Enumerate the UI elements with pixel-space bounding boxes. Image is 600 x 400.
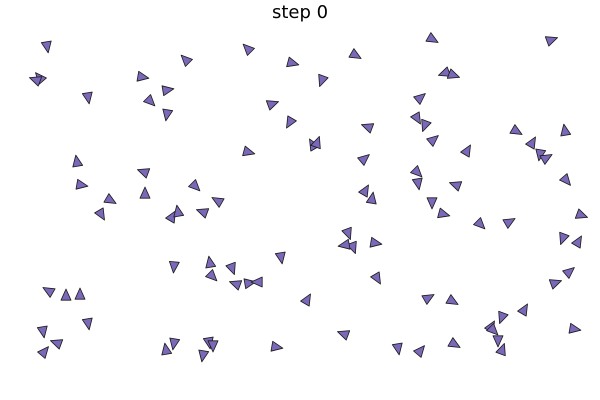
- agent-triangle: [369, 236, 383, 248]
- agent-triangle: [81, 91, 93, 105]
- agent-triangle: [72, 154, 84, 168]
- agent-triangle: [336, 330, 351, 341]
- agent-triangle: [161, 85, 175, 97]
- agent-triangle: [74, 287, 86, 300]
- agent-triangle: [517, 303, 528, 317]
- agent-triangle: [437, 66, 452, 77]
- agent-triangle: [300, 293, 311, 307]
- agent-triangle: [81, 317, 93, 331]
- agent-triangle: [207, 340, 219, 353]
- agent-triangle: [211, 197, 225, 208]
- agent-triangle: [425, 32, 439, 43]
- agent-triangle: [358, 184, 369, 198]
- agent-triangle: [426, 197, 438, 210]
- agent-triangle: [574, 208, 588, 219]
- agent-triangle: [286, 56, 300, 68]
- agent-triangle: [310, 135, 321, 150]
- agent-triangle: [360, 123, 375, 134]
- agent-triangle: [525, 136, 536, 150]
- agent-triangle: [502, 218, 516, 229]
- agent-triangle: [391, 342, 403, 356]
- plot-title: step 0: [271, 2, 329, 23]
- agent-triangle: [198, 349, 210, 363]
- agent-triangle: [445, 294, 459, 305]
- agent-triangle: [195, 208, 210, 219]
- agent-triangle: [37, 346, 49, 359]
- agent-triangle: [180, 54, 193, 67]
- agent-triangle: [426, 135, 439, 147]
- agent-triangle: [341, 226, 352, 241]
- agent-triangle: [544, 36, 558, 47]
- agent-triangle: [460, 144, 471, 158]
- agent-triangle: [270, 340, 284, 352]
- agent-triangle: [75, 178, 89, 190]
- agent-triangle: [560, 123, 572, 137]
- agent-triangle: [94, 207, 105, 221]
- agent-triangle: [274, 251, 286, 265]
- agent-triangle: [318, 73, 329, 87]
- agent-triangle: [411, 177, 423, 191]
- agent-triangle: [446, 68, 461, 79]
- agent-triangle: [447, 337, 461, 348]
- agent-triangle: [413, 345, 425, 358]
- agent-triangle: [40, 40, 52, 54]
- agent-triangle: [539, 154, 553, 165]
- agent-triangle: [60, 288, 72, 301]
- agent-triangle: [139, 186, 151, 199]
- agent-triangle: [50, 339, 64, 350]
- agent-triangle: [205, 269, 218, 282]
- agent-triangle: [410, 165, 423, 178]
- agent-triangle: [486, 323, 499, 336]
- agent-triangle: [250, 276, 263, 288]
- agent-triangle: [421, 294, 435, 305]
- agent-triangle: [242, 43, 255, 56]
- agent-triangle: [495, 342, 506, 357]
- agent-triangle: [205, 255, 217, 269]
- agent-triangle: [413, 93, 426, 105]
- agent-triangle: [136, 168, 151, 179]
- agent-triangle: [169, 337, 181, 351]
- agent-triangle: [162, 108, 174, 122]
- agent-triangle: [437, 207, 451, 219]
- agent-triangle: [568, 322, 582, 334]
- agent-triangle: [168, 260, 180, 274]
- agent-triangle: [188, 179, 201, 192]
- agent-triangle: [348, 48, 362, 59]
- agent-triangle: [365, 191, 377, 205]
- agent-triangle: [36, 325, 48, 339]
- agent-triangle: [548, 279, 562, 290]
- agent-triangle: [103, 193, 117, 204]
- agent-triangle: [161, 342, 173, 356]
- agent-triangle: [562, 267, 575, 279]
- agent-triangle: [173, 204, 185, 218]
- agent-triangle: [509, 124, 523, 135]
- agent-triangle: [448, 181, 463, 192]
- agent-triangle: [410, 111, 421, 125]
- agent-triangle: [225, 261, 236, 276]
- agent-triangle: [492, 335, 504, 348]
- agent-triangle: [421, 118, 432, 133]
- agent-triangle: [265, 100, 280, 111]
- agent-triangle: [143, 94, 156, 107]
- agent-triangle: [571, 235, 582, 249]
- agent-triangle: [370, 271, 381, 285]
- agent-triangle: [498, 310, 509, 325]
- agent-triangle: [559, 231, 570, 246]
- agent-triangle: [286, 115, 297, 129]
- agent-triangle: [42, 287, 56, 298]
- agent-triangle: [242, 145, 256, 157]
- agent-triangle: [136, 70, 150, 82]
- agent-triangle: [357, 154, 370, 166]
- agent-triangle: [559, 173, 571, 186]
- agent-triangle: [473, 217, 486, 230]
- agent-triangle: [337, 238, 351, 250]
- agent-triangle: [28, 76, 43, 87]
- agent-triangle: [228, 280, 243, 291]
